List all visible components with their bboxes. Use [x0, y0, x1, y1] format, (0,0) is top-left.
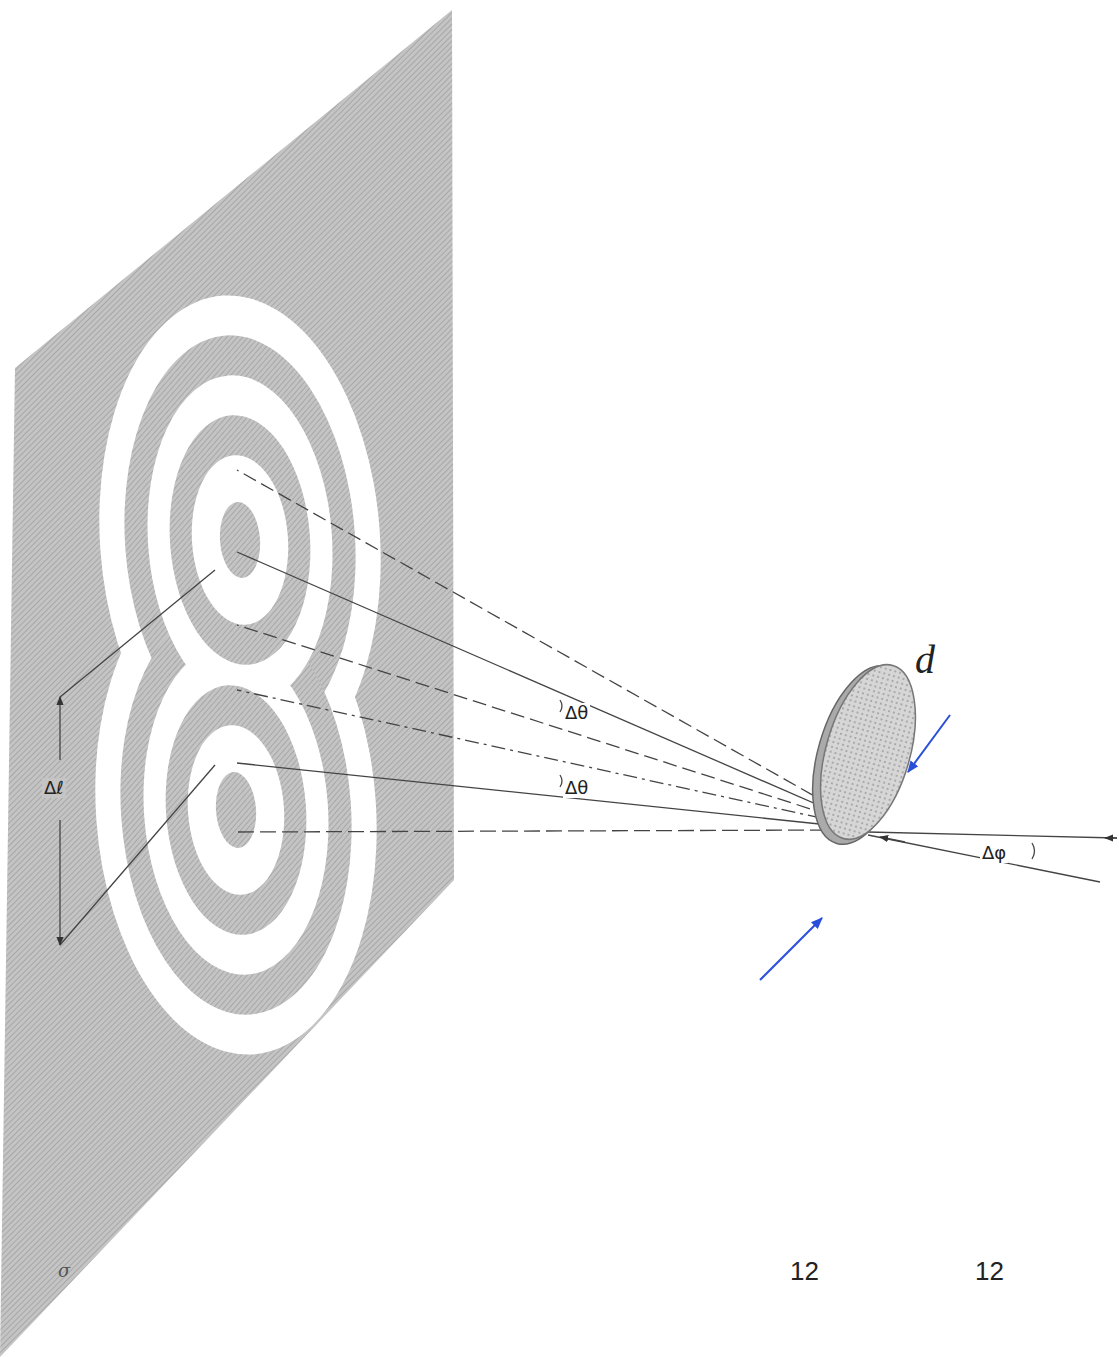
page-number: 12: [790, 1258, 819, 1284]
width-arrows: [760, 715, 950, 980]
ring: [157, 680, 314, 939]
angle-label: Δφ: [980, 843, 1008, 863]
ring: [217, 501, 262, 580]
page-number: 12: [975, 1258, 1004, 1284]
ring: [161, 410, 318, 669]
separation-label: Δℓ: [42, 778, 66, 798]
ray-lines: [60, 470, 1117, 945]
ring: [137, 369, 344, 711]
diffraction-rings: [79, 286, 396, 1064]
ring: [213, 771, 258, 850]
ring: [133, 639, 340, 981]
angle-label: Δθ: [563, 778, 590, 798]
screen-label: σ: [58, 1262, 70, 1280]
lens-diameter: d: [915, 640, 935, 680]
screen-plane: [0, 10, 454, 1357]
lens: [794, 654, 933, 856]
ring: [182, 722, 290, 898]
ring: [186, 452, 294, 628]
angle-label: Δθ: [563, 703, 590, 723]
